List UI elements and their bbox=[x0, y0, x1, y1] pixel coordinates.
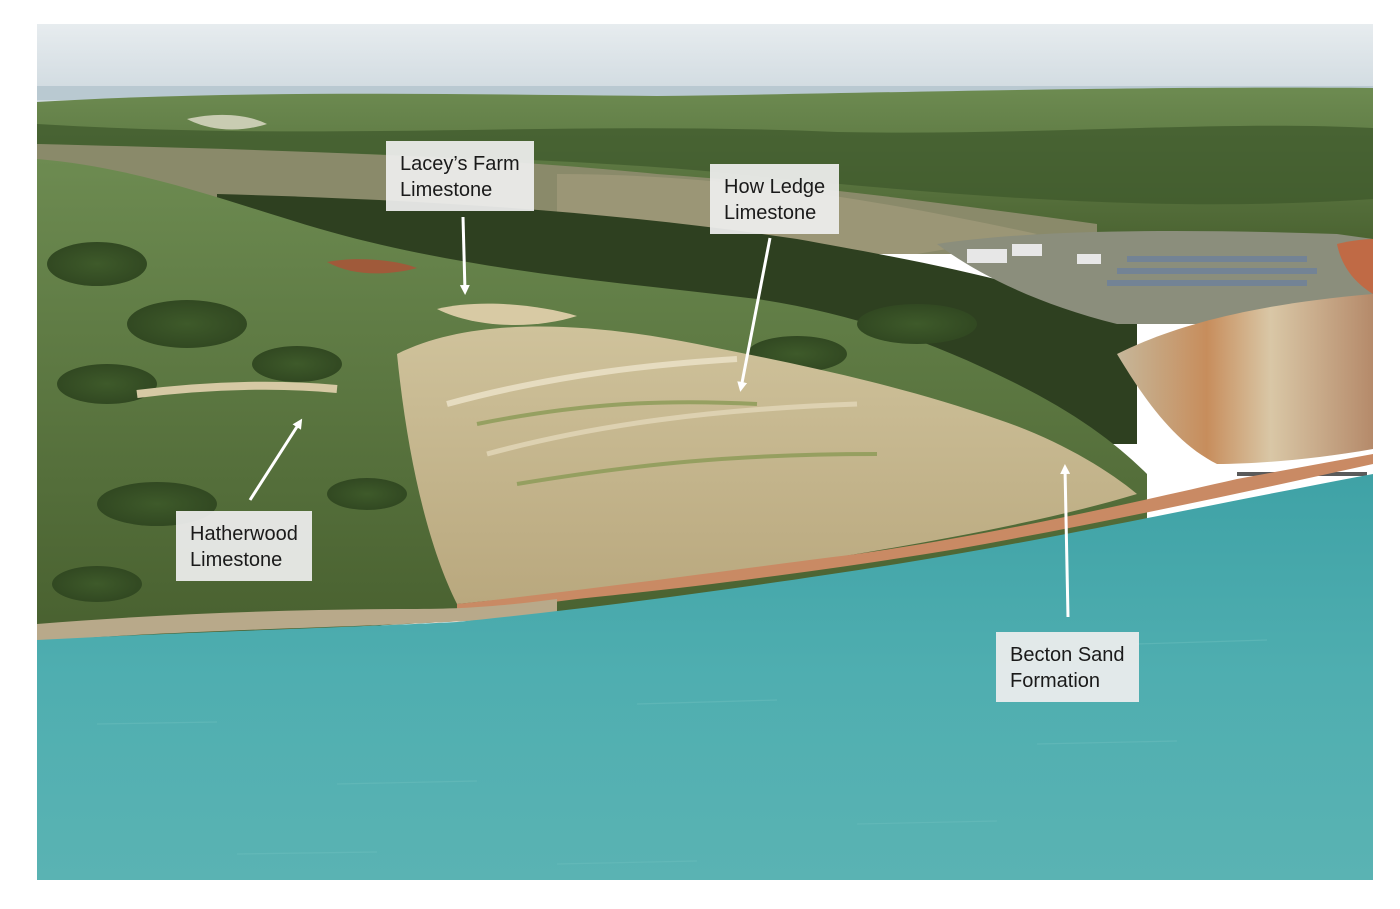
sea bbox=[37, 474, 1373, 880]
laceys-farm-label: Lacey’s Farm Limestone bbox=[386, 141, 534, 211]
hatherwood-label-line2: Limestone bbox=[190, 549, 283, 571]
how-ledge-label-line2: Limestone bbox=[724, 202, 817, 224]
cliff-top bbox=[437, 303, 577, 326]
becton-sand-label: Becton Sand Formation bbox=[996, 632, 1139, 702]
cliff-face bbox=[397, 326, 1137, 604]
how-ledge-label: How Ledge Limestone bbox=[710, 164, 840, 234]
scrub-clumps bbox=[47, 242, 977, 602]
laceys-farm-label-line1: Lacey’s Farm bbox=[400, 153, 520, 175]
bracken bbox=[327, 259, 417, 274]
vegetated-ledge bbox=[476, 400, 758, 426]
red-sand bbox=[1337, 239, 1373, 294]
car-park bbox=[937, 231, 1373, 324]
hatherwood-label: Hatherwood Limestone bbox=[176, 511, 312, 581]
laceys-farm-label-line2: Limestone bbox=[400, 179, 493, 201]
becton-sand-label-line2: Formation bbox=[1010, 670, 1101, 692]
limestone-band bbox=[136, 381, 338, 398]
vegetated-ledge bbox=[516, 452, 878, 486]
parked-cars bbox=[1107, 256, 1317, 286]
limestone-band bbox=[486, 401, 858, 457]
limestone-band bbox=[446, 356, 738, 407]
hatherwood-label-line1: Hatherwood bbox=[190, 523, 298, 545]
rocky-shore bbox=[37, 599, 557, 642]
beach bbox=[457, 454, 1373, 614]
coloured-sand-cliffs bbox=[1117, 294, 1373, 464]
photo-illustration bbox=[37, 24, 1373, 880]
chalk-scar bbox=[187, 114, 267, 130]
buildings bbox=[967, 244, 1101, 264]
how-ledge-label-line1: How Ledge bbox=[724, 176, 826, 198]
becton-sand-label-line1: Becton Sand bbox=[1010, 644, 1125, 666]
far-scrub bbox=[37, 124, 1373, 205]
wave-streaks bbox=[96, 639, 1268, 865]
coastal-cliff-photo bbox=[37, 24, 1373, 880]
